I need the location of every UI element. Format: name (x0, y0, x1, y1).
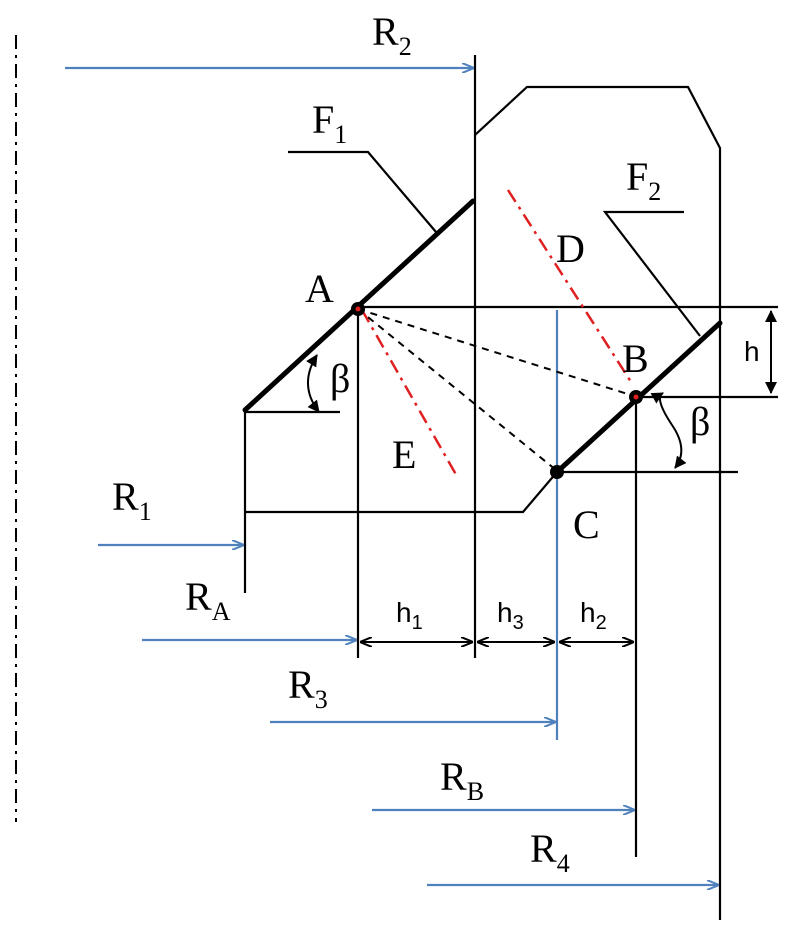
label-r2: R2 (372, 9, 412, 61)
label-c: C (573, 502, 600, 547)
label-e: E (392, 432, 416, 477)
label-h1: h1 (396, 597, 423, 634)
center-line-e (360, 309, 460, 479)
beta1-angle-arc (306, 354, 320, 413)
label-ra: RA (185, 574, 231, 626)
point-c (550, 465, 564, 479)
label-beta2: β (690, 399, 710, 444)
center-line-d (506, 189, 635, 386)
point-b-center (633, 394, 639, 400)
label-d: D (556, 226, 585, 271)
label-f1: F1 (312, 97, 347, 149)
point-a-center (355, 306, 361, 312)
label-f2: F2 (626, 154, 661, 206)
dashed-line-a-c (357, 308, 557, 471)
label-beta1: β (330, 356, 350, 401)
f1-leader-line (288, 150, 437, 233)
label-h2: h2 (580, 597, 607, 634)
label-b: B (622, 336, 649, 381)
label-h3: h3 (497, 597, 524, 634)
label-r3: R3 (288, 662, 328, 714)
tool-body-outline (474, 85, 722, 920)
label-r1: R1 (112, 474, 152, 526)
label-r4: R4 (530, 826, 570, 878)
f2-leader-line (602, 210, 701, 337)
beta2-angle-arc (650, 392, 687, 469)
tool-bottom-outline (245, 471, 558, 514)
dashed-line-a-b (357, 308, 635, 397)
label-rb: RB (440, 754, 484, 806)
label-a: A (305, 266, 334, 311)
label-h: h (744, 336, 760, 367)
